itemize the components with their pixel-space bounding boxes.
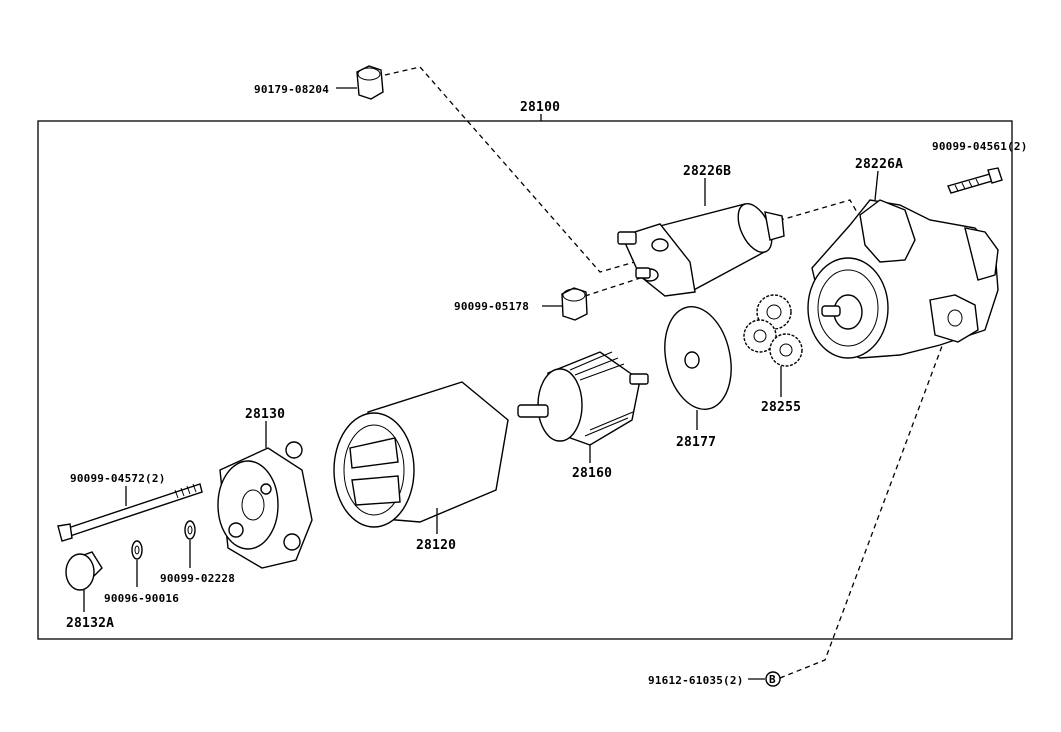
part-28177-plate [664, 306, 732, 410]
label-28160: 28160 [572, 466, 612, 481]
label-91612-61035: 91612-61035(2) [648, 674, 744, 687]
part-90179-08204 [336, 65, 384, 100]
part-28120-yoke [333, 381, 509, 528]
label-28226A: 28226A [855, 157, 903, 172]
part-28160-armature [517, 351, 649, 446]
label-90179-08204: 90179-08204 [254, 83, 329, 96]
label-28100: 28100 [520, 100, 560, 115]
label-90099-04572: 90099-04572(2) [70, 472, 166, 485]
callout-b-letter: B [769, 673, 776, 686]
label-28130: 28130 [245, 407, 285, 422]
part-90099-02228 [184, 520, 196, 540]
part-28226A-housing [807, 199, 999, 359]
dash-line-90179 [384, 66, 871, 273]
label-90096-90016: 90096-90016 [104, 592, 179, 605]
label-28177: 28177 [676, 435, 716, 450]
part-28255-gears [743, 294, 803, 367]
part-90099-05178 [542, 287, 588, 321]
callout-b-marker [765, 671, 781, 687]
assembly-frame [37, 120, 1013, 640]
part-28130-endframe [217, 441, 313, 569]
part-28226B-solenoid [617, 203, 785, 297]
label-90099-04561: 90099-04561(2) [932, 140, 1028, 153]
part-90099-04561-bolt [947, 167, 1003, 194]
part-90096-90016 [131, 540, 143, 560]
part-28132A-cap [65, 551, 103, 591]
label-28120: 28120 [416, 538, 456, 553]
dash-line-91612 [779, 329, 949, 679]
label-90099-05178: 90099-05178 [454, 300, 529, 313]
label-28226B: 28226B [683, 164, 731, 179]
label-28132A: 28132A [66, 616, 114, 631]
label-90099-02228: 90099-02228 [160, 572, 235, 585]
label-28255: 28255 [761, 400, 801, 415]
part-90099-04572-bolt [57, 483, 203, 542]
